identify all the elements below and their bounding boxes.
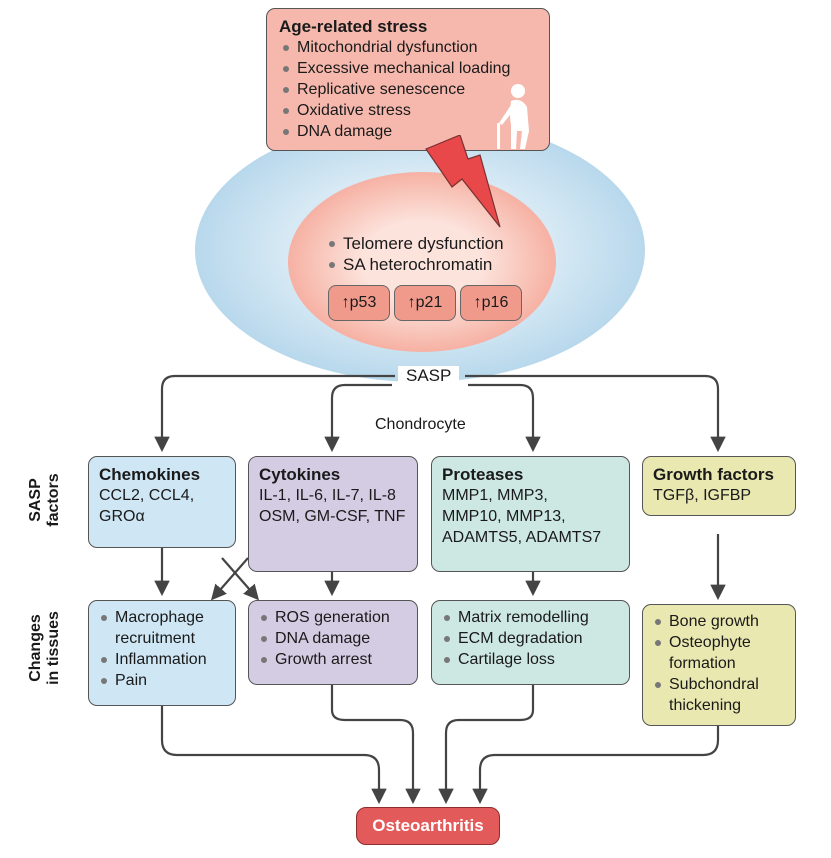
change-item: ROS generation [257, 607, 409, 628]
age-related-stress-box: Age-related stress Mitochondrial dysfunc… [266, 8, 550, 151]
stress-item: Oxidative stress [279, 100, 537, 121]
change-item: ECM degradation [440, 628, 621, 649]
change-item: Cartilage loss [440, 649, 621, 670]
cytokines-changes-box: ROS generation DNA damage Growth arrest [248, 600, 418, 685]
marker-p16: ↑p16 [460, 285, 522, 321]
stress-item: Mitochondrial dysfunction [279, 37, 537, 58]
factor-text: TGFβ, IGFBP [653, 487, 752, 504]
row-label-sasp-factors: SASP factors [27, 465, 63, 535]
stress-title: Age-related stress [279, 17, 428, 36]
growth-factors-box: Growth factors TGFβ, IGFBP [642, 456, 796, 516]
change-item: Macrophage recruitment [97, 607, 227, 649]
sasp-label: SASP [398, 366, 460, 386]
factor-title: Proteases [442, 465, 524, 484]
factor-title: Chemokines [99, 465, 201, 484]
nucleus-item: SA heterochromatin [325, 254, 545, 275]
row-label-changes: Changes in tissues [27, 598, 63, 698]
change-item: Pain [97, 670, 227, 691]
chemokines-changes-box: Macrophage recruitment Inflammation Pain [88, 600, 236, 706]
row-label-text: Changes in tissues [27, 611, 62, 685]
proteases-box: Proteases MMP1, MMP3, MMP10, MMP13, ADAM… [431, 456, 630, 572]
outcome-arrows [160, 685, 720, 805]
growth-changes-box: Bone growth Osteophyte formation Subchon… [642, 604, 796, 726]
factor-text: CCL2, CCL4, GROα [99, 487, 195, 525]
stress-item: Excessive mechanical loading [279, 58, 537, 79]
osteoarthritis-box: Osteoarthritis [356, 807, 500, 845]
stress-item: Replicative senescence [279, 79, 537, 100]
sasp-connectors [154, 374, 726, 453]
chemokines-box: Chemokines CCL2, CCL4, GROα [88, 456, 236, 548]
change-item: Inflammation [97, 649, 227, 670]
nucleus-list: Telomere dysfunction SA heterochromatin [325, 233, 545, 275]
nucleus-item: Telomere dysfunction [325, 233, 545, 254]
marker-p53: ↑p53 [328, 285, 390, 321]
factor-text: IL-1, IL-6, IL-7, IL-8 OSM, GM-CSF, TNF [259, 487, 406, 525]
factor-change-arrows [154, 534, 726, 601]
factor-title: Cytokines [259, 465, 341, 484]
change-item: DNA damage [257, 628, 409, 649]
chondrocyte-label: Chondrocyte [375, 416, 466, 433]
change-item: Subchondral thickening [651, 674, 787, 716]
change-item: Bone growth [651, 611, 787, 632]
change-item: Matrix remodelling [440, 607, 621, 628]
factor-title: Growth factors [653, 465, 774, 484]
factor-text: MMP1, MMP3, MMP10, MMP13, ADAMTS5, ADAMT… [442, 487, 602, 546]
lightning-bolt-icon [425, 135, 501, 228]
elderly-person-icon [497, 84, 529, 149]
proteases-changes-box: Matrix remodelling ECM degradation Carti… [431, 600, 630, 685]
cytokines-box: Cytokines IL-1, IL-6, IL-7, IL-8 OSM, GM… [248, 456, 418, 572]
change-item: Growth arrest [257, 649, 409, 670]
change-item: Osteophyte formation [651, 632, 787, 674]
row-label-text: SASP factors [27, 473, 62, 527]
stress-item: DNA damage [279, 121, 537, 142]
marker-p21: ↑p21 [394, 285, 456, 321]
stress-list: Mitochondrial dysfunction Excessive mech… [279, 37, 537, 142]
